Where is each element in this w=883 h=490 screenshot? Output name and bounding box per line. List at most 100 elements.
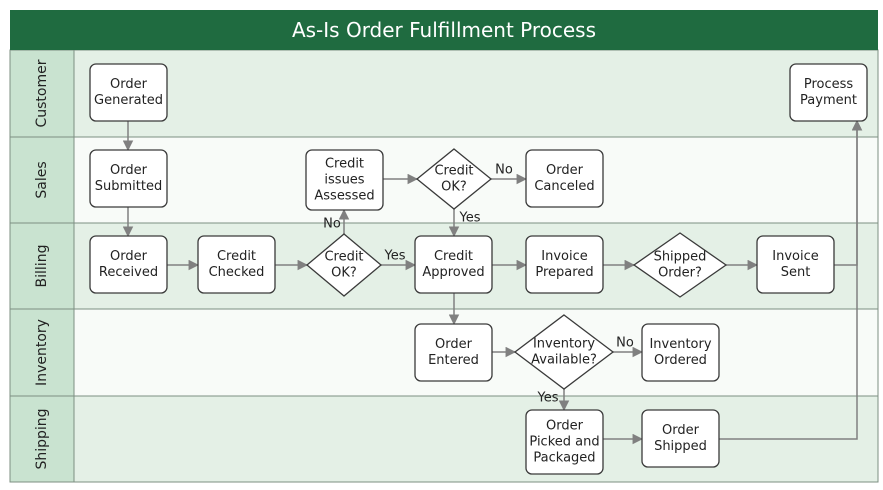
lane-customer: Customer bbox=[9, 49, 879, 138]
node-label-line: Order bbox=[110, 163, 148, 178]
node-label-line: Received bbox=[99, 265, 158, 280]
node-label-line: Generated bbox=[94, 93, 163, 108]
node-label-line: Canceled bbox=[534, 179, 594, 194]
process-box bbox=[525, 235, 604, 294]
node-label-line: OK? bbox=[331, 266, 357, 281]
node-label-line: Approved bbox=[422, 265, 484, 280]
node-label-line: Picked and bbox=[529, 435, 599, 450]
node-label-line: Invoice bbox=[772, 249, 818, 264]
node-label-line: Sent bbox=[781, 265, 811, 280]
edge-label: No bbox=[323, 217, 341, 232]
title-bar: As-Is Order Fulfillment Process bbox=[10, 10, 878, 50]
decision-diamond bbox=[305, 233, 383, 297]
node-label-line: Assessed bbox=[314, 189, 374, 204]
process-box bbox=[305, 149, 384, 211]
edge-label: Yes bbox=[384, 249, 406, 264]
node-label-line: Credit bbox=[217, 249, 256, 264]
connectors bbox=[122, 119, 863, 445]
process-box bbox=[89, 63, 168, 122]
node-label-line: Credit bbox=[434, 249, 473, 264]
lane-header bbox=[9, 308, 75, 397]
lane-label: Shipping bbox=[34, 408, 50, 469]
lane-header bbox=[9, 395, 75, 483]
lane-label: Billing bbox=[34, 245, 50, 288]
node-label-line: Order bbox=[110, 249, 148, 264]
node-label-line: Packaged bbox=[533, 451, 595, 466]
lane-body bbox=[73, 49, 879, 138]
decision-diamond bbox=[415, 148, 493, 210]
node-label-line: Invoice bbox=[541, 249, 587, 264]
node-label-line: Available? bbox=[531, 353, 597, 368]
node-label-line: Order bbox=[110, 77, 148, 92]
process-box bbox=[89, 149, 168, 208]
node-label-line: Submitted bbox=[95, 179, 162, 194]
node-label-line: Payment bbox=[800, 93, 857, 108]
node-label-line: Process bbox=[804, 77, 854, 92]
node-label-line: Order? bbox=[658, 266, 702, 281]
lane-header bbox=[9, 222, 75, 310]
process-box bbox=[414, 323, 493, 382]
edge-label: Yes bbox=[459, 211, 481, 226]
node-label-line: Credit bbox=[324, 250, 363, 265]
process-box bbox=[197, 235, 276, 294]
node-label-line: Order bbox=[435, 337, 473, 352]
decision-diamond bbox=[632, 232, 728, 298]
edge-label: No bbox=[495, 163, 513, 178]
process-box bbox=[641, 409, 720, 468]
node-label-line: Inventory bbox=[649, 337, 711, 352]
lane-header bbox=[9, 136, 75, 224]
node-label-line: Checked bbox=[209, 265, 265, 280]
node-label-line: Order bbox=[662, 423, 700, 438]
process-box bbox=[525, 409, 604, 475]
node-label-line: Shipped bbox=[654, 439, 707, 454]
node-label-line: Entered bbox=[428, 353, 479, 368]
node-label-line: Credit bbox=[325, 157, 364, 172]
lane-label: Inventory bbox=[34, 319, 50, 386]
decision-diamond bbox=[513, 314, 615, 390]
node-label-line: Credit bbox=[434, 164, 473, 179]
edge-label: No bbox=[616, 336, 634, 351]
lane-label: Sales bbox=[34, 161, 50, 198]
node-label-line: Prepared bbox=[535, 265, 593, 280]
edge-order-shipped-to-process-payment bbox=[719, 119, 863, 440]
title-bar-background bbox=[10, 10, 878, 50]
node-label-line: Inventory bbox=[533, 337, 595, 352]
process-box bbox=[414, 235, 493, 294]
process-box bbox=[89, 235, 168, 294]
process-box bbox=[789, 63, 868, 122]
node-label-line: Ordered bbox=[654, 353, 707, 368]
lane-label: Customer bbox=[34, 59, 50, 127]
node-label-line: OK? bbox=[441, 180, 467, 195]
process-box bbox=[525, 149, 604, 208]
node-label-line: Order bbox=[546, 163, 584, 178]
process-nodes: OrderGeneratedProcessPaymentOrderSubmitt… bbox=[89, 63, 868, 475]
edge-label: Yes bbox=[537, 391, 559, 406]
node-label-line: Shipped bbox=[654, 250, 707, 265]
lane-header bbox=[9, 49, 75, 138]
process-box bbox=[756, 235, 835, 294]
node-label-line: Order bbox=[546, 419, 584, 434]
diagram-title: As-Is Order Fulfillment Process bbox=[292, 18, 596, 42]
node-label-line: issues bbox=[324, 173, 364, 188]
process-box bbox=[641, 323, 720, 382]
